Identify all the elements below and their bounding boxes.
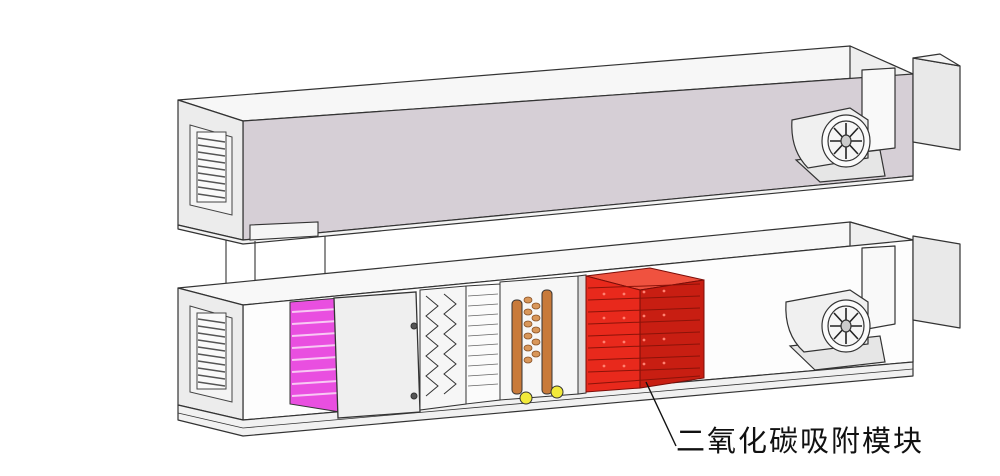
uv-panel-section	[289, 291, 421, 419]
centrifugal-fan-icon	[791, 107, 886, 183]
louver-grille-icon	[189, 124, 233, 216]
upper-duct-unit	[177, 45, 961, 245]
coil-heat-exchanger-icon	[499, 274, 587, 405]
louver-grille-icon	[189, 305, 233, 403]
centrifugal-fan-icon	[785, 289, 886, 371]
leader-line	[645, 381, 677, 447]
co2-adsorption-module	[585, 267, 705, 393]
filter-pleats-icon	[419, 283, 501, 411]
co2-adsorption-module-label: 二氧化碳吸附模块	[676, 424, 925, 458]
